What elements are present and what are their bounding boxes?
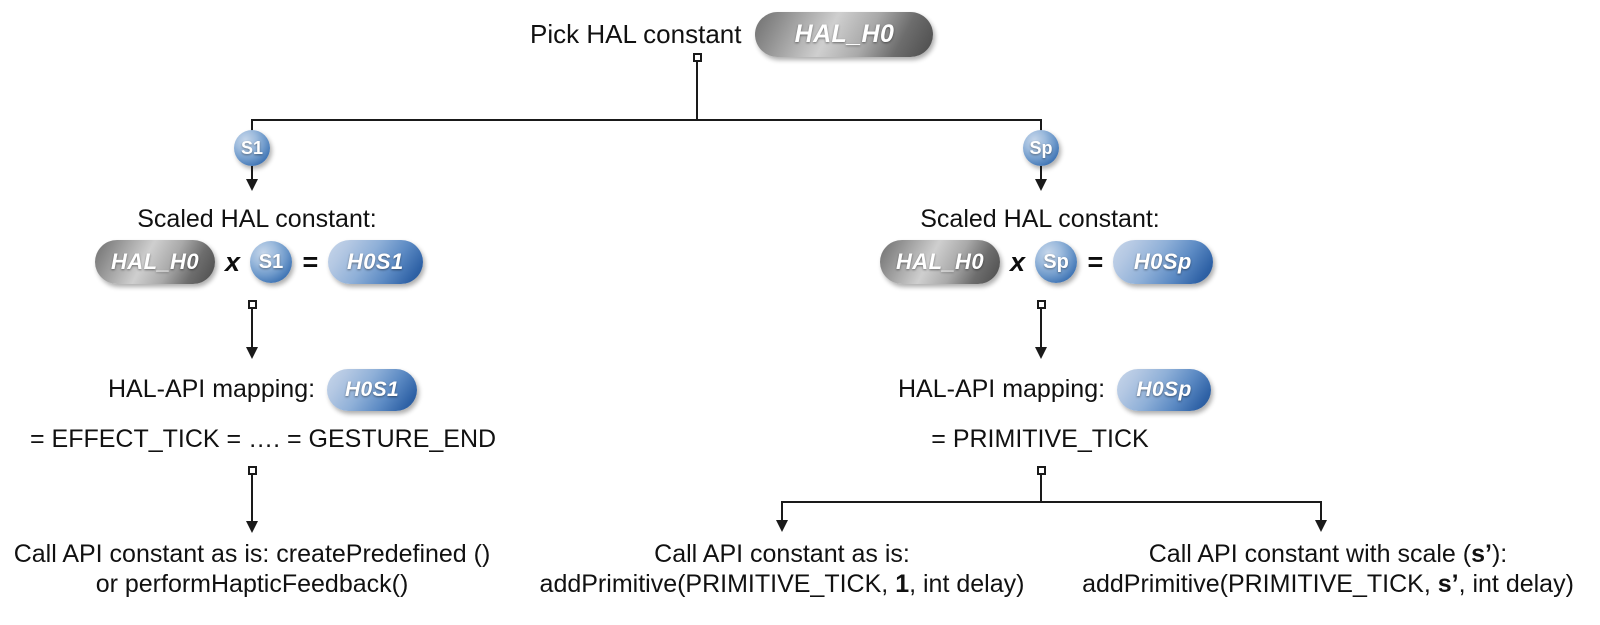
- center-leaf-line2-prefix: addPrimitive(PRIMITIVE_TICK,: [539, 569, 896, 598]
- left-leaf-line1: Call API constant as is: createPredefine…: [13, 540, 491, 568]
- right-mapping-row: HAL-API mapping: H0Sp: [898, 369, 1212, 411]
- branch-left-arrowhead: [246, 179, 258, 191]
- level1-right-drop: [1040, 119, 1042, 135]
- left-scaled-caption: Scaled HAL constant:: [137, 205, 377, 233]
- right-level2-connector-line: [1040, 308, 1042, 348]
- root-node-pill: HAL_H0: [755, 11, 934, 57]
- right-level2-arrowhead: [1035, 347, 1047, 359]
- level1-left-drop: [251, 119, 253, 135]
- branch-circle-sp: Sp: [1023, 130, 1059, 166]
- right-leaf-line1-suffix: ):: [1491, 540, 1508, 568]
- left-scaled-operand-a: HAL_H0: [95, 240, 215, 284]
- right-scaled-multiply-operator: x: [1010, 246, 1026, 277]
- right-leaf-right-arrowhead: [1315, 520, 1327, 532]
- left-scaled-expression: HAL_H0 x S1 = H0S1: [95, 238, 423, 286]
- root-node: Pick HAL constant HAL_H0: [530, 10, 934, 58]
- right-leaf-scale-argument: s’: [1437, 569, 1459, 598]
- left-scaled-result: H0S1: [327, 240, 423, 284]
- root-node-label: Pick HAL constant: [530, 18, 742, 49]
- right-leaf-line2: addPrimitive(PRIMITIVE_TICK, s’, int del…: [1068, 570, 1588, 600]
- left-scaled-operand-b: S1: [250, 241, 293, 283]
- right-leaf-left-arrowhead: [776, 520, 788, 532]
- right-scaled-result: H0Sp: [1112, 240, 1213, 284]
- right-leaf-scale-symbol: s’: [1471, 540, 1492, 568]
- left-leaf-line2: or performHapticFeedback(): [95, 569, 409, 598]
- left-leaf-text: Call API constant as is: createPredefine…: [0, 540, 504, 599]
- right-scaled-operand-b: Sp: [1035, 241, 1078, 283]
- right-level3-connector-line: [1040, 474, 1042, 502]
- left-scaled-equals-operator: =: [302, 246, 318, 277]
- branch-left-arrow-line: [251, 166, 253, 180]
- root-connector-line: [696, 61, 698, 120]
- branch-right-arrowhead: [1035, 179, 1047, 191]
- right-leaf-line2-prefix: addPrimitive(PRIMITIVE_TICK,: [1082, 569, 1438, 598]
- left-level3-connector-line: [251, 474, 253, 522]
- left-level2-connector-line: [251, 308, 253, 348]
- right-mapping-caption: HAL-API mapping:: [898, 375, 1106, 404]
- right-mapping-pill: H0Sp: [1117, 369, 1212, 411]
- center-leaf-text: Call API constant as is: addPrimitive(PR…: [530, 540, 1034, 599]
- center-leaf-line1: Call API constant as is:: [654, 540, 910, 568]
- right-leaf-line1: Call API constant with scale (s’):: [1068, 540, 1588, 570]
- right-scaled-operand-a: HAL_H0: [880, 240, 1000, 284]
- branch-circle-s1: S1: [234, 130, 270, 166]
- left-mapping-equivalence: = EFFECT_TICK = …. = GESTURE_END: [30, 425, 497, 453]
- right-leaf-split-bar: [782, 501, 1321, 503]
- center-leaf-line2: addPrimitive(PRIMITIVE_TICK, 1, int dela…: [530, 570, 1034, 600]
- right-leaf-line1-prefix: Call API constant with scale (: [1148, 540, 1472, 568]
- left-level3-arrowhead: [246, 521, 258, 533]
- left-mapping-pill: H0S1: [327, 369, 418, 411]
- right-scaled-caption: Scaled HAL constant:: [920, 205, 1160, 233]
- right-leaf-split-left-drop: [781, 501, 783, 521]
- left-scaled-multiply-operator: x: [225, 246, 241, 277]
- right-scaled-expression: HAL_H0 x Sp = H0Sp: [880, 238, 1213, 286]
- right-leaf-text: Call API constant with scale (s’): addPr…: [1068, 540, 1588, 599]
- right-leaf-line2-suffix: , int delay): [1458, 569, 1574, 598]
- branch-right-arrow-line: [1040, 166, 1042, 180]
- center-leaf-line2-suffix: , int delay): [909, 569, 1025, 598]
- left-mapping-row: HAL-API mapping: H0S1: [108, 369, 418, 411]
- center-leaf-scale-value: 1: [895, 569, 910, 598]
- right-scaled-equals-operator: =: [1087, 246, 1103, 277]
- level1-split-bar: [252, 119, 1041, 121]
- left-level2-arrowhead: [246, 347, 258, 359]
- right-leaf-split-right-drop: [1320, 501, 1322, 521]
- right-mapping-equivalence: = PRIMITIVE_TICK: [931, 425, 1149, 453]
- left-mapping-caption: HAL-API mapping:: [108, 375, 316, 404]
